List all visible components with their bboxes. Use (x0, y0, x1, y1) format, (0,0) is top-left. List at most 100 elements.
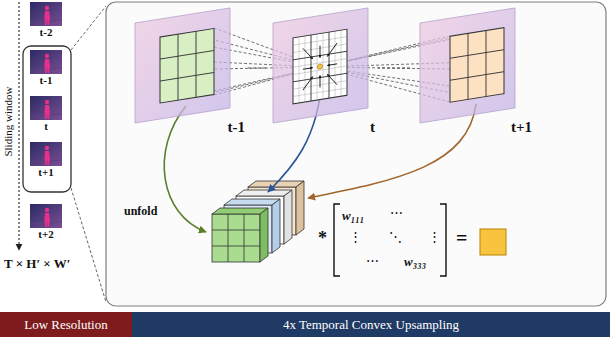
sampling-connector (248, 68, 268, 69)
frame-picture (30, 142, 62, 166)
zoom-line (71, 6, 106, 50)
cube-top (212, 208, 268, 214)
upsampling-panel (106, 2, 606, 306)
operator-symbol: = (456, 226, 467, 250)
cube-front (212, 214, 260, 262)
flow-arrowhead (319, 55, 322, 58)
unfolded-cube (212, 181, 304, 262)
person-body (45, 59, 51, 73)
grid-line (486, 31, 487, 97)
flow-arrowhead (327, 64, 330, 67)
grid-line (468, 33, 469, 99)
cube-slab (236, 190, 292, 196)
operation-label: unfold (124, 204, 157, 218)
flow-arrowhead (310, 76, 313, 79)
dimension-label: T × H′ × W′ (4, 256, 70, 272)
cube-side (260, 208, 268, 262)
section-band: Low Resolution (0, 312, 132, 337)
matrix-entry: ⋯ (390, 205, 403, 221)
plane-group (273, 8, 368, 123)
frame-picture (30, 96, 62, 120)
fine-grid (293, 88, 347, 97)
node-label: t+2 (28, 228, 64, 241)
fine-grid (293, 37, 347, 46)
node-label: t (370, 119, 375, 136)
plane (420, 8, 515, 123)
feature-plane (268, 8, 378, 138)
cube-grid (212, 246, 260, 247)
matrix-bracket (334, 204, 340, 276)
person-body (45, 213, 51, 227)
grid-line (450, 72, 504, 81)
feature-map: t+1 (410, 8, 535, 138)
grid-line (160, 50, 214, 59)
label-holder: Sliding window (2, 87, 15, 157)
video-frame: t-1 (28, 50, 64, 87)
frame-background (30, 50, 62, 74)
slide-arrow (18, 2, 19, 250)
video-frame: t+2 (28, 204, 64, 241)
label-holder: ⋯ (390, 205, 403, 221)
label-holder: ⋯ (366, 253, 379, 269)
label-holder: t-1 (228, 119, 246, 136)
operator-symbol: * (318, 228, 327, 250)
matrix-entry: w₁₁₁ (342, 208, 364, 224)
person-body (45, 11, 51, 25)
label-holder: * (318, 228, 327, 250)
flow-arrowhead (310, 56, 313, 59)
grid-line (178, 34, 179, 100)
kernel-grid (293, 29, 347, 104)
label-holder: ⋱ (389, 229, 402, 245)
sampling-lines (160, 28, 504, 103)
fine-grid (341, 30, 342, 96)
person-head (45, 6, 49, 10)
flow-arrowhead (310, 66, 313, 69)
label-holder: = (456, 226, 467, 250)
window-bracket (23, 46, 71, 192)
person-head (45, 54, 49, 58)
person-head (45, 146, 49, 150)
feature-plane (130, 8, 248, 138)
cube-slab (272, 199, 280, 253)
flow-arrow (320, 46, 321, 58)
axis-label: Sliding window (2, 87, 15, 157)
label-holder: t+1 (511, 119, 532, 136)
feature-map: t (268, 8, 378, 138)
frame-picture (30, 2, 62, 26)
plane-group (420, 8, 515, 123)
matrix-entry: ⋮ (428, 229, 441, 245)
matrix-entry: ⋱ (389, 229, 402, 245)
label-holder: T × H′ × W′ (4, 256, 70, 272)
label-holder: unfold (124, 204, 157, 218)
cube-slab (296, 181, 304, 235)
frame-picture (30, 50, 62, 74)
plane (273, 8, 368, 123)
node-label: t+1 (28, 166, 64, 179)
cube-grid (228, 214, 229, 262)
cube-grid (244, 214, 245, 262)
flow-arrowhead (327, 74, 330, 77)
kernel-grid (160, 28, 214, 103)
cube-slab (224, 199, 280, 205)
node-label: t+1 (511, 119, 532, 136)
unfold-arrow (164, 106, 206, 232)
node-label: t-1 (28, 74, 64, 87)
flow-arrow (303, 76, 313, 90)
person-head (45, 208, 49, 212)
feature-plane (410, 8, 535, 138)
section-band: 4x Temporal Convex Upsampling (132, 312, 610, 337)
video-frame: t-2 (28, 2, 64, 39)
zoom-line (71, 188, 106, 302)
label-holder: ⋮ (349, 229, 362, 245)
matrix-entry: ⋯ (366, 253, 379, 269)
sampling-connector (378, 68, 410, 69)
fine-grid (299, 37, 300, 103)
person-head (45, 100, 49, 104)
grid-line (450, 50, 504, 59)
center-point (317, 64, 322, 70)
flow-arrow (327, 73, 337, 87)
video-frame: t+1 (28, 142, 64, 179)
frame-picture (30, 204, 62, 228)
output-pixel (480, 229, 506, 255)
